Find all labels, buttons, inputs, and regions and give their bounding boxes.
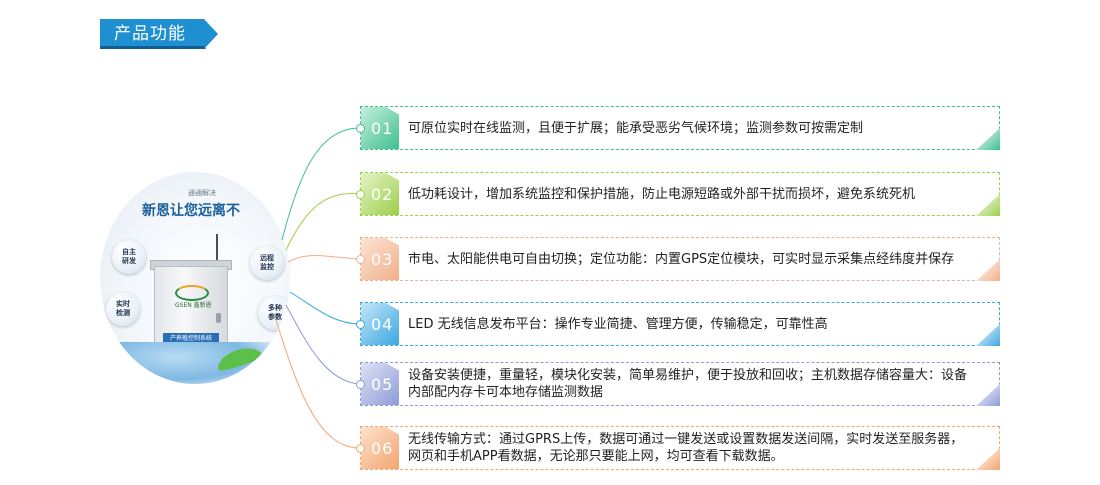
feature-number: 02	[371, 185, 394, 204]
connector-dot	[356, 124, 365, 133]
connector-dot	[356, 190, 365, 199]
feature-number-panel	[361, 303, 399, 345]
feature-number-panel	[361, 427, 399, 469]
bubble-params: 多种参数	[258, 296, 290, 330]
feature-number-panel	[361, 363, 399, 405]
section-title: 产品功能	[114, 24, 186, 44]
feature-row-01: 01 可原位实时在线监测，且便于扩展；能承受恶劣气候环境；监测参数可按需定制	[356, 106, 1000, 150]
water-splash	[100, 342, 290, 384]
product-image: 通通解决 新恩让您远离不 自主研发 远程监控 实时检测 多种参数 GSEN 鑫新…	[100, 172, 290, 384]
connector-dot	[356, 444, 365, 453]
feature-number: 04	[371, 315, 394, 334]
cabinet-handle	[216, 313, 221, 323]
brand-logo-icon	[175, 285, 209, 301]
connector-dot	[356, 255, 365, 264]
feature-number: 01	[371, 119, 394, 138]
feature-row-05: 05 设备安装便捷，重量轻，模块化安装，简单易维护，便于投放和回收；主机数据存储…	[356, 362, 1000, 406]
feature-text: 低功耗设计，增加系统监控和保护措施，防止电源短路或外部干扰而损坏，避免系统死机	[408, 186, 916, 202]
bubble-remote: 远程监控	[250, 246, 284, 280]
bubble-rd: 自主研发	[112, 240, 146, 274]
feature-row-03: 03 市电、太阳能供电可自由切换；定位功能：内置GPS定位模块，可实时显示采集点…	[356, 237, 1000, 281]
feature-number: 03	[371, 250, 394, 269]
connector-01	[281, 127, 361, 241]
feature-number-panel	[361, 238, 399, 280]
feature-text: 设备安装便捷，重量轻，模块化安装，简单易维护，便于投放和回收；主机数据存储容量大…	[408, 368, 968, 400]
connector-03	[287, 254, 361, 263]
feature-text: 市电、太阳能供电可自由切换；定位功能：内置GPS定位模块，可实时显示采集点经纬度…	[408, 251, 955, 267]
connector-06	[275, 319, 361, 449]
feature-row-04: 04 LED 无线信息发布平台：操作专业简捷、管理方便，传输稳定，可靠性高	[356, 302, 1000, 346]
feature-text: LED 无线信息发布平台：操作专业简捷、管理方便，传输稳定，可靠性高	[408, 316, 828, 332]
connector-02	[285, 193, 361, 251]
connector-dot	[356, 380, 365, 389]
slogan: 新恩让您远离不	[142, 203, 240, 219]
feature-number-panel	[361, 173, 399, 215]
feature-text: 可原位实时在线监测，且便于扩展；能承受恶劣气候环境；监测参数可按需定制	[408, 120, 864, 136]
feature-row-02: 02 低功耗设计，增加系统监控和保护措施，防止电源短路或外部干扰而损坏，避免系统…	[356, 172, 1000, 216]
section-title-tag: 产品功能	[100, 19, 218, 49]
slogan-small: 通通解决	[188, 189, 216, 197]
feature-number-panel	[361, 107, 399, 149]
antenna	[216, 234, 218, 262]
feature-number: 06	[371, 439, 394, 458]
feature-row-06: 06 无线传输方式：通过GPRS上传，数据可通过一键发送或设置数据发送间隔，实时…	[356, 426, 1000, 470]
connector-05	[285, 304, 361, 385]
feature-number: 05	[371, 375, 394, 394]
feature-text: 无线传输方式：通过GPRS上传，数据可通过一键发送或设置数据发送间隔，实时发送至…	[408, 432, 964, 464]
connector-dot	[356, 320, 365, 329]
connector-04	[289, 291, 361, 325]
brand-text: GSEN 鑫新恩	[175, 302, 212, 309]
bubble-realtime: 实时检测	[106, 292, 140, 326]
tag-shape	[100, 19, 218, 49]
